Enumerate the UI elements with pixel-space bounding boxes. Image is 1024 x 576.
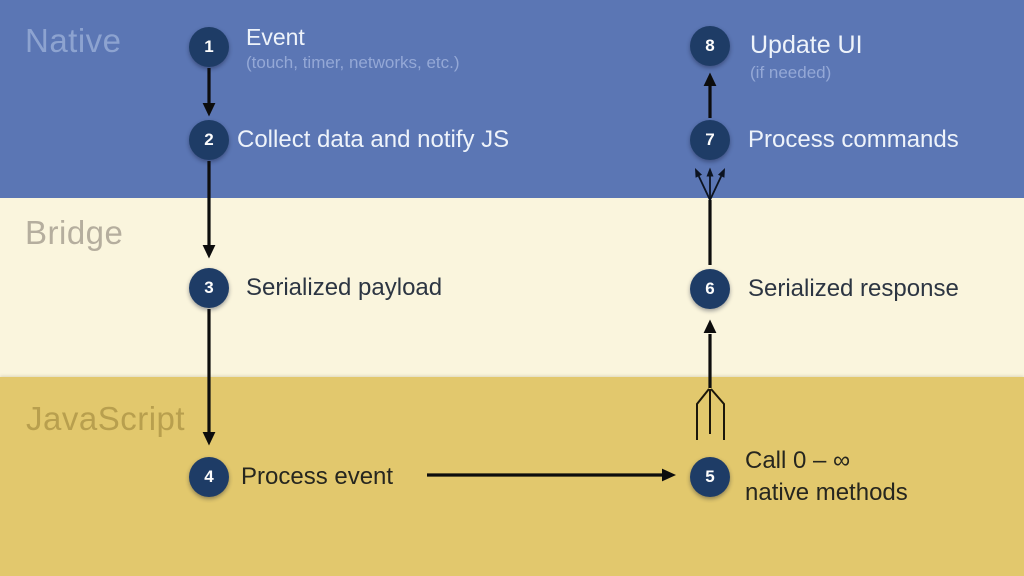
step-circle-5: 5	[690, 457, 730, 497]
step-circle-7: 7	[690, 120, 730, 160]
step-circle-3: 3	[189, 268, 229, 308]
step-title-5-line1: Call 0 – ∞	[745, 447, 851, 474]
step-title-5-line2: native methods	[745, 479, 908, 506]
step-text-3: Serialized payload	[246, 274, 442, 302]
step-text-8: Update UI (if needed)	[750, 31, 863, 83]
step-circle-6: 6	[690, 269, 730, 309]
step-text-6: Serialized response	[748, 275, 959, 303]
step-title-6: Serialized response	[748, 275, 959, 302]
step-text-2: Collect data and notify JS	[237, 126, 509, 154]
step-number-1: 1	[204, 37, 214, 56]
step-text-5: Call 0 – ∞ native methods	[745, 445, 908, 509]
step-title-7: Process commands	[748, 126, 959, 153]
step-number-7: 7	[705, 130, 715, 149]
step-title-3: Serialized payload	[246, 274, 443, 301]
step-number-5: 5	[705, 467, 715, 486]
step-number-8: 8	[705, 36, 715, 55]
step-title-2: Collect data and notify JS	[237, 126, 510, 153]
step-number-6: 6	[705, 279, 715, 298]
step-text-4: Process event	[241, 463, 393, 491]
step-circle-8: 8	[690, 26, 730, 66]
step-number-3: 3	[204, 278, 214, 297]
step-circle-1: 1	[189, 27, 229, 67]
step-circle-2: 2	[189, 120, 229, 160]
band-label-javascript: JavaScript	[26, 400, 186, 437]
step-title-8: Update UI	[750, 31, 863, 59]
step-number-2: 2	[204, 130, 214, 149]
step-title-4: Process event	[241, 463, 394, 490]
step-circle-4: 4	[189, 457, 229, 497]
step-subtitle-1: (touch, timer, networks, etc.)	[246, 53, 460, 73]
band-native	[0, 0, 1024, 198]
step-subtitle-8: (if needed)	[750, 62, 832, 82]
band-label-bridge: Bridge	[25, 214, 124, 251]
step-text-1: Event (touch, timer, networks, etc.)	[246, 24, 460, 74]
step-text-7: Process commands	[748, 126, 959, 154]
band-bridge	[0, 198, 1024, 377]
step-number-4: 4	[204, 467, 214, 486]
band-label-native: Native	[25, 22, 122, 59]
step-title-1: Event	[246, 24, 305, 50]
